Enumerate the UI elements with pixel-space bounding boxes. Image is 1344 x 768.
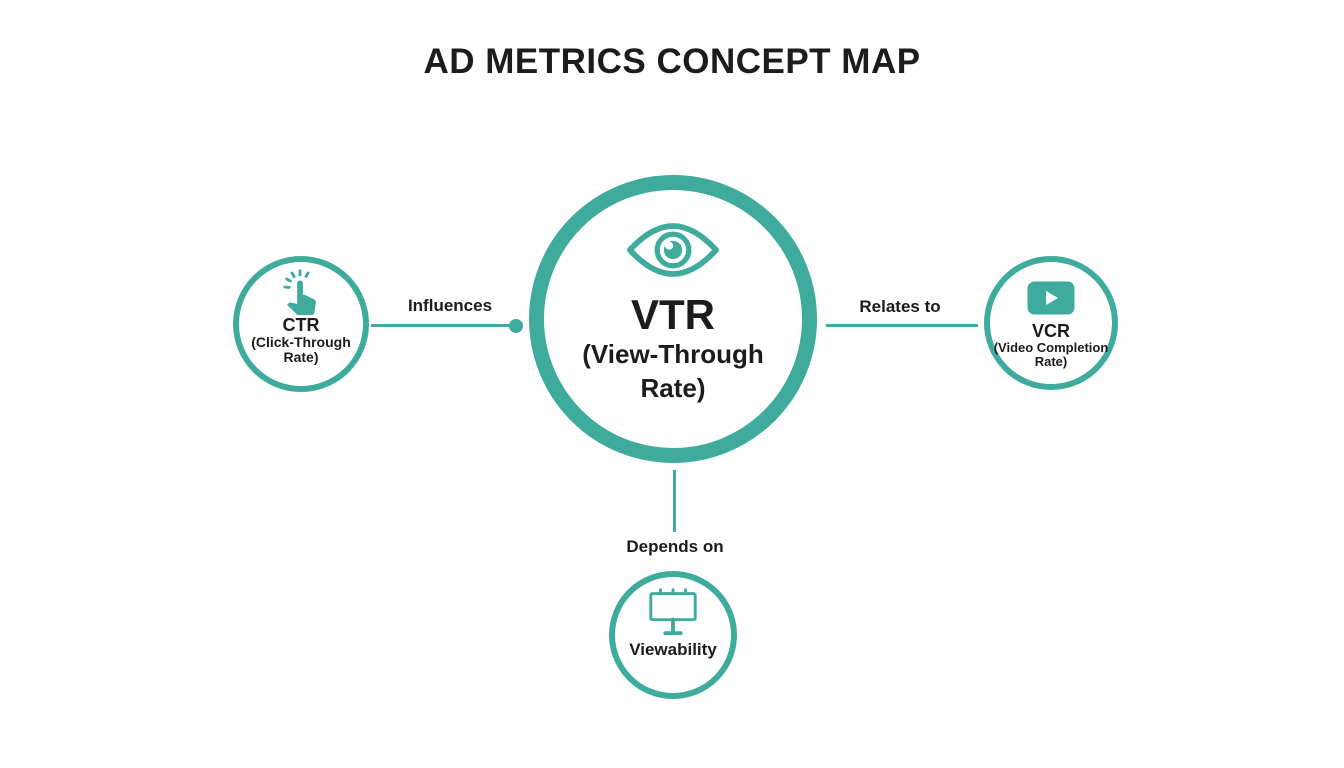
- node-vtr-abbr: VTR: [631, 291, 715, 338]
- edge-label-relates-to: Relates to: [859, 297, 941, 316]
- edge-line-depends-on: [673, 470, 676, 532]
- node-vcr-full-name: (Video Completion Rate): [993, 339, 1109, 370]
- node-ctr-full-name: (Click-Through Rate): [251, 333, 351, 366]
- eye-icon: [627, 221, 719, 279]
- edge-label-depends-on: Depends on: [626, 537, 724, 556]
- node-vcr: VCR (Video Completion Rate): [984, 256, 1118, 390]
- node-vtr: VTR (View-Through Rate): [529, 175, 817, 463]
- billboard-icon: [642, 583, 704, 639]
- node-vtr-full-name: (View-Through Rate): [582, 339, 764, 403]
- page-title: AD METRICS CONCEPT MAP: [423, 42, 921, 81]
- node-vcr-abbr: VCR: [1031, 321, 1070, 341]
- node-ctr: CTR (Click-Through Rate): [233, 256, 369, 392]
- node-ctr-abbr: CTR: [282, 315, 320, 335]
- edge-label-influences: Influences: [407, 296, 493, 315]
- tap-click-icon: [278, 269, 324, 315]
- edge-endpoint-dot: [509, 319, 523, 333]
- edge-line-influences: [371, 324, 510, 327]
- node-viewability: Viewability: [609, 571, 737, 699]
- edge-line-relates-to: [826, 324, 978, 327]
- video-play-icon: [1027, 281, 1075, 315]
- node-viewability-label: Viewability: [629, 640, 717, 659]
